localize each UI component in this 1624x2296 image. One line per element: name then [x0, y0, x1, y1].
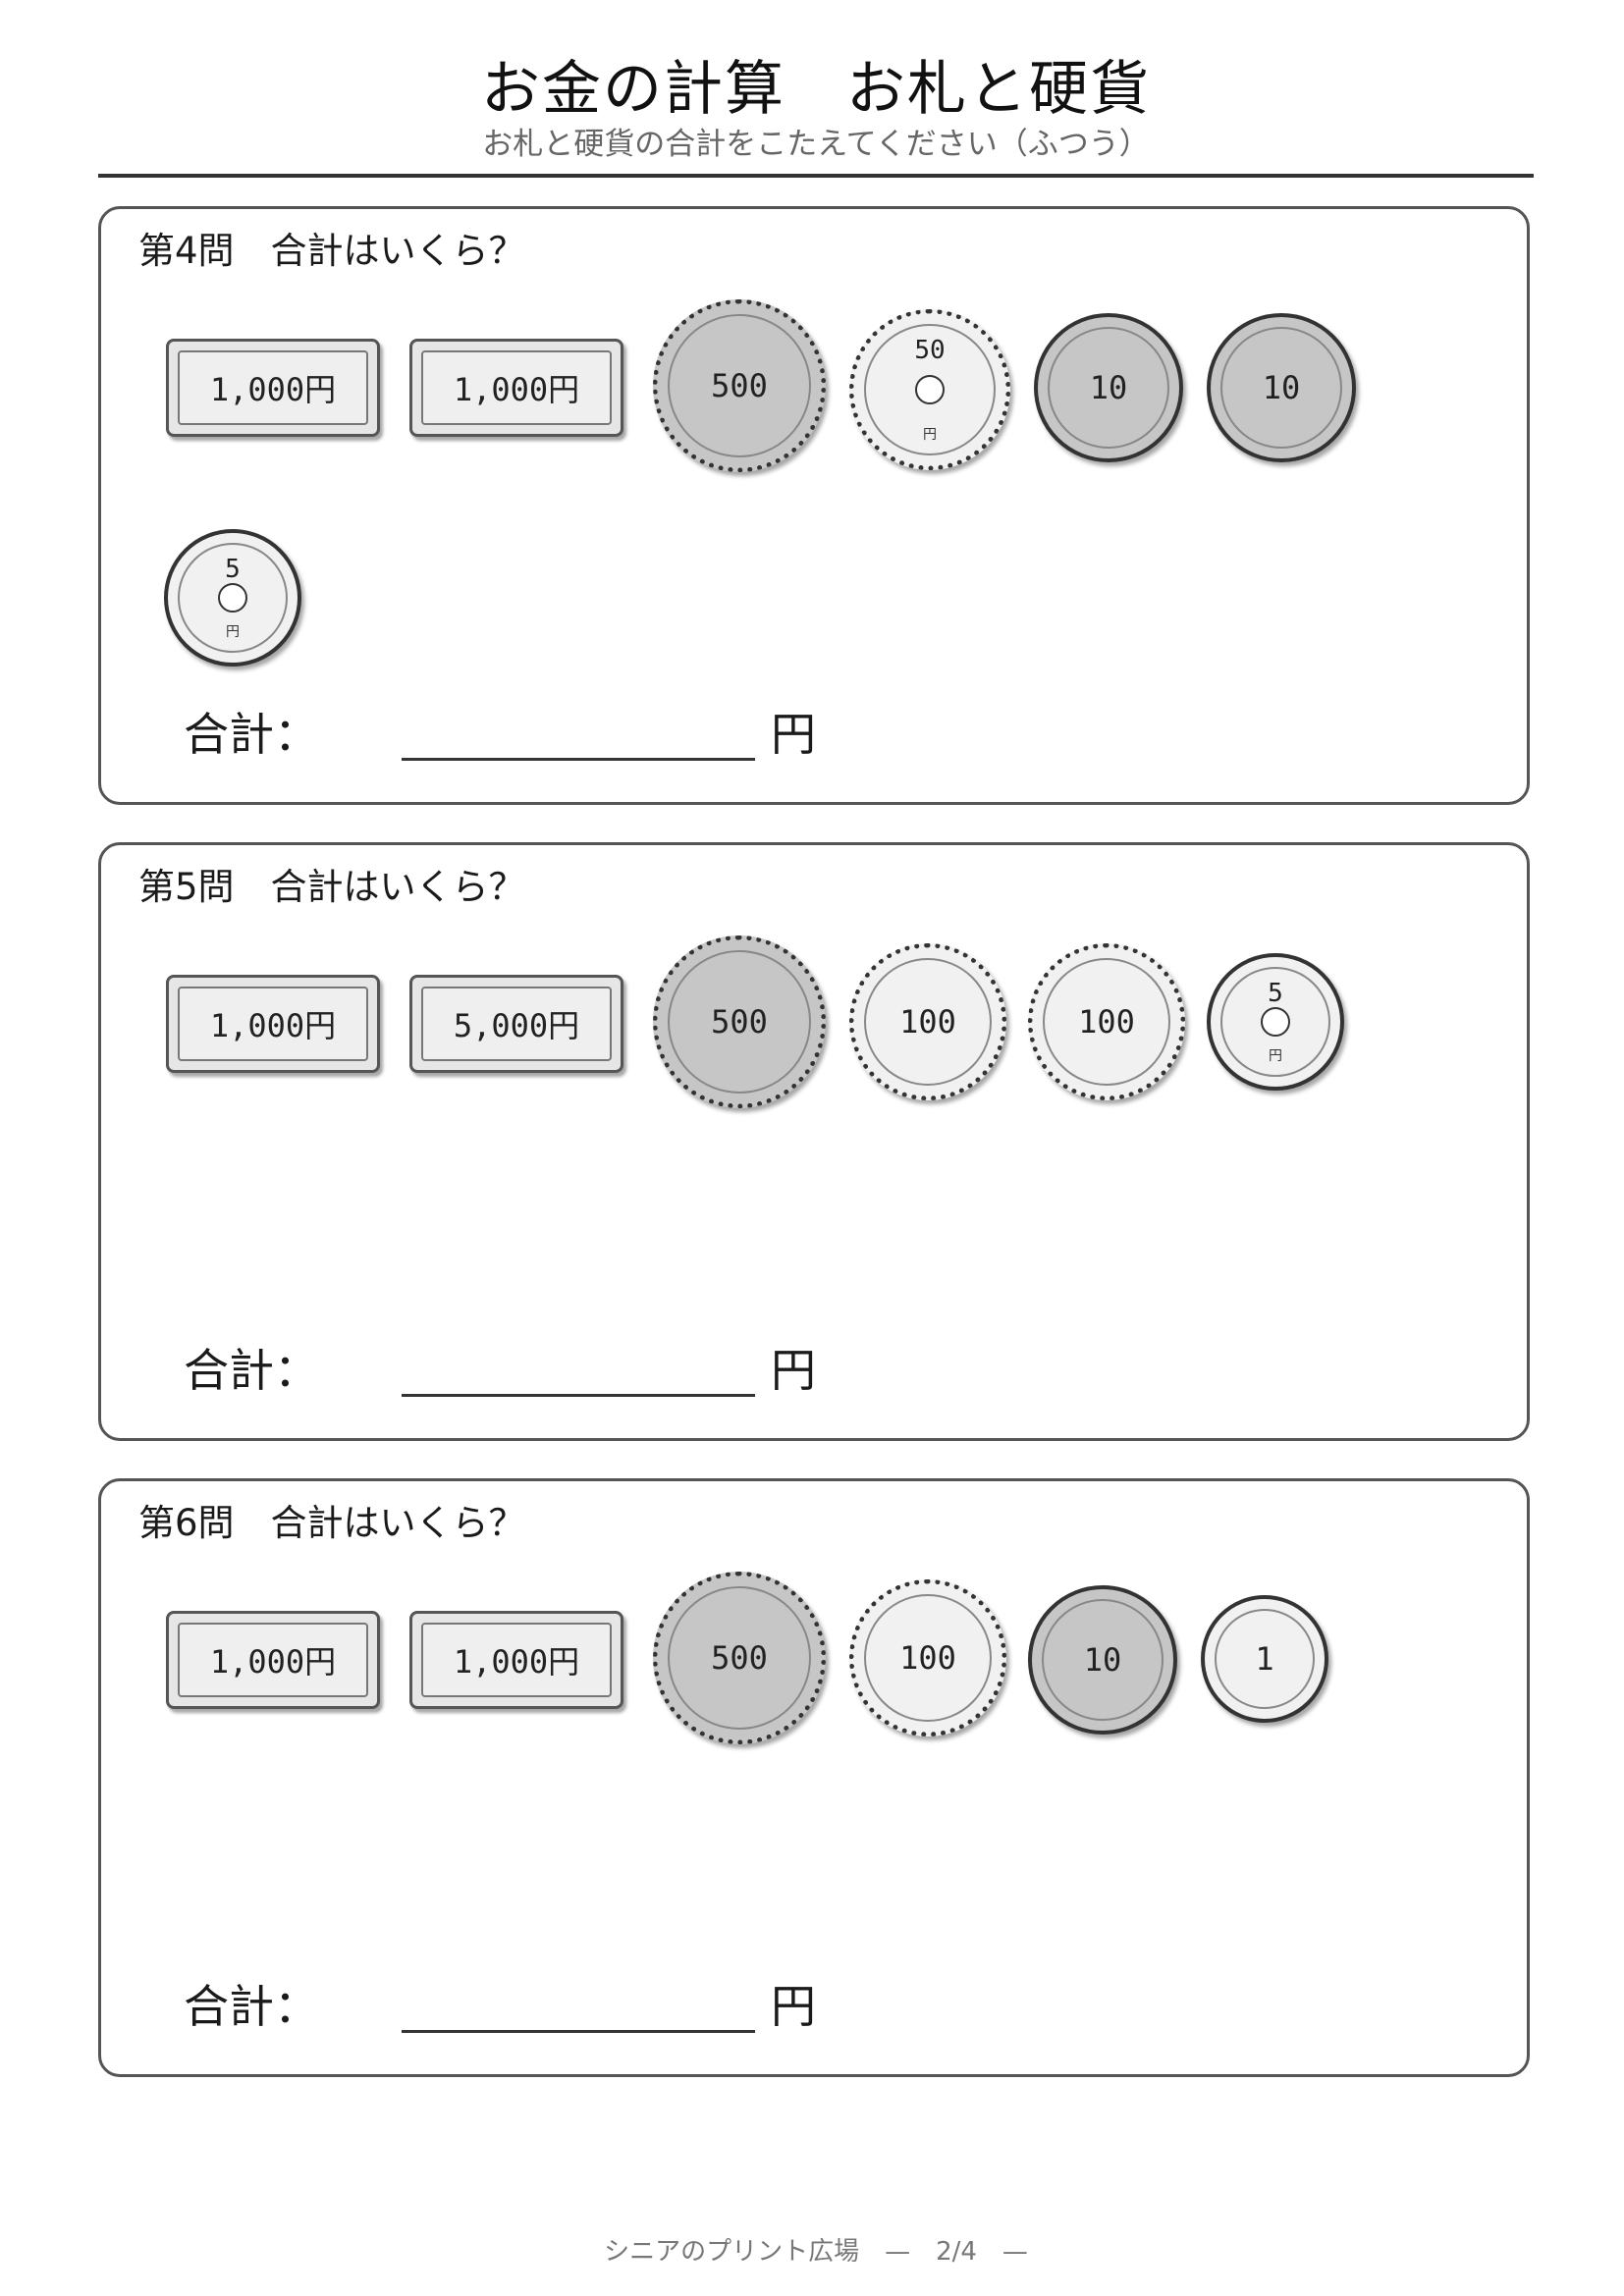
- coin-value: 500: [711, 367, 768, 404]
- yen-label: 円: [771, 708, 816, 761]
- coin-value: 100: [899, 1639, 956, 1677]
- problem-title: 第6問 合計はいくら？: [138, 1502, 525, 1544]
- bill-label: 5,000円: [421, 987, 612, 1061]
- header-divider: [98, 174, 1534, 178]
- coin-500: 500: [653, 935, 826, 1108]
- coin-value: 50: [914, 336, 946, 365]
- bill: 1,000円: [409, 1611, 623, 1709]
- coin-value: 10: [1083, 1641, 1122, 1679]
- coin-unit: 円: [226, 624, 240, 640]
- coin-1: 1: [1201, 1595, 1328, 1723]
- bill-label: 1,000円: [178, 350, 368, 425]
- coin-value: 100: [899, 1003, 956, 1041]
- total-label: 合計：: [184, 1344, 319, 1397]
- coin-10: 10: [1034, 313, 1183, 462]
- coin-unit: 円: [923, 427, 937, 443]
- coin-value: 500: [711, 1003, 768, 1041]
- problem-title: 第4問 合計はいくら？: [138, 230, 525, 272]
- coin-500: 500: [653, 1572, 826, 1744]
- coin-value: 10: [1262, 369, 1301, 406]
- money-area: 1,000円 1,000円 500 100 10 1: [101, 1481, 1527, 2074]
- total-label: 合計：: [184, 708, 319, 761]
- coin-100: 100: [1028, 943, 1185, 1100]
- answer-line[interactable]: [402, 1394, 755, 1397]
- coin-hole: [1261, 1007, 1290, 1037]
- coin-500: 500: [653, 299, 826, 472]
- problem-card-5: 第5問 合計はいくら？ 1,000円 5,000円 500 100 100 5 …: [98, 842, 1530, 1441]
- page-title: お金の計算 お札と硬貨: [481, 55, 1151, 124]
- page-header: お金の計算 お札と硬貨 お札と硬貨の合計をこたえてください（ふつう）: [98, 49, 1534, 163]
- coin-value: 5: [1268, 979, 1283, 1008]
- yen-label: 円: [771, 1344, 816, 1397]
- coin-unit: 円: [1269, 1048, 1282, 1064]
- coin-10: 10: [1207, 313, 1356, 462]
- money-area: 1,000円 1,000円 500 50 円 10 10 5 円: [101, 209, 1527, 802]
- page-footer: シニアのプリント広場 — 2/4 —: [604, 2237, 1028, 2267]
- bill: 1,000円: [166, 975, 380, 1073]
- coin-value: 10: [1089, 369, 1128, 406]
- coin-hole: [915, 375, 945, 404]
- problem-title: 第5問 合計はいくら？: [138, 866, 525, 908]
- total-label: 合計：: [184, 1980, 319, 2033]
- coin-value: 100: [1078, 1003, 1135, 1041]
- coin-value: 1: [1255, 1640, 1274, 1678]
- answer-line[interactable]: [402, 2030, 755, 2033]
- answer-line[interactable]: [402, 758, 755, 761]
- coin-value: 500: [711, 1639, 768, 1677]
- bill-label: 1,000円: [421, 350, 612, 425]
- yen-label: 円: [771, 1980, 816, 2033]
- bill: 1,000円: [166, 339, 380, 437]
- page-subtitle: お札と硬貨の合計をこたえてください（ふつう）: [482, 127, 1150, 162]
- bill: 5,000円: [409, 975, 623, 1073]
- coin-100: 100: [849, 1579, 1006, 1736]
- coin-100: 100: [849, 943, 1006, 1100]
- problem-card-6: 第6問 合計はいくら？ 1,000円 1,000円 500 100 10 1 合…: [98, 1478, 1530, 2077]
- coin-value: 5: [225, 555, 241, 584]
- problem-card-4: 第4問 合計はいくら？ 1,000円 1,000円 500 50 円 10 10…: [98, 206, 1530, 805]
- bill-label: 1,000円: [178, 1623, 368, 1697]
- coin-50: 50 円: [849, 309, 1010, 470]
- bill: 1,000円: [166, 1611, 380, 1709]
- bill-label: 1,000円: [178, 987, 368, 1061]
- bill: 1,000円: [409, 339, 623, 437]
- bill-label: 1,000円: [421, 1623, 612, 1697]
- money-area: 1,000円 5,000円 500 100 100 5 円: [101, 845, 1527, 1438]
- coin-5: 5 円: [164, 529, 301, 667]
- coin-hole: [218, 583, 247, 613]
- coin-5: 5 円: [1207, 953, 1344, 1091]
- coin-10: 10: [1028, 1585, 1177, 1735]
